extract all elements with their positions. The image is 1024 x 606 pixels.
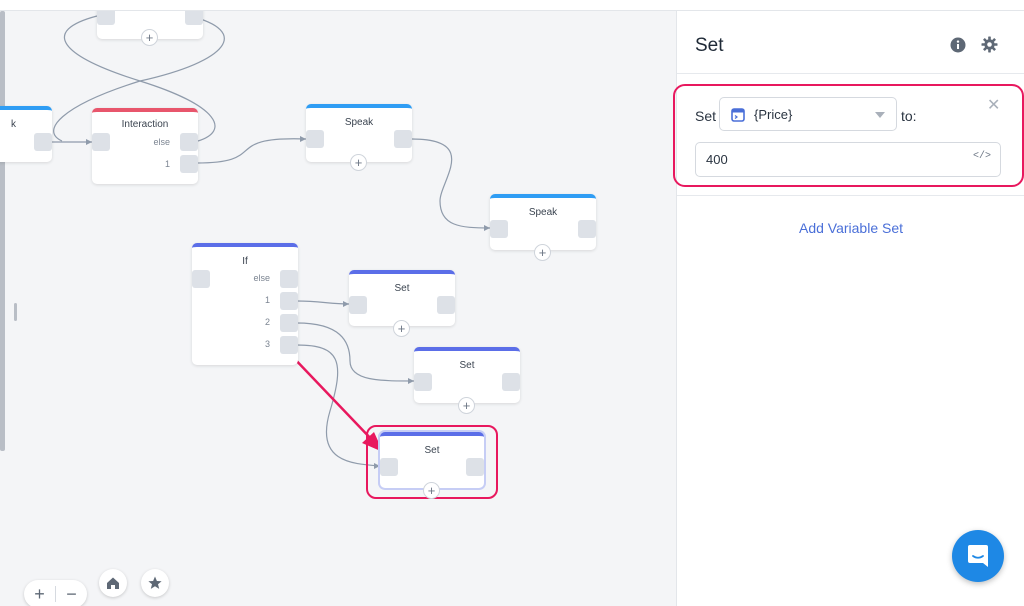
node-interaction[interactable]: Interaction else 1 xyxy=(92,108,198,184)
editor-panel: Set Set {Price} to: ✕ xyxy=(673,11,1024,606)
zoom-in-button[interactable]: + xyxy=(34,584,45,604)
selected-variable: {Price} xyxy=(754,107,793,122)
node-if[interactable]: If else 1 2 3 xyxy=(192,243,298,365)
wire-if-set1 xyxy=(296,300,350,305)
node-output-port[interactable] xyxy=(578,220,596,238)
value-input[interactable] xyxy=(695,142,1001,177)
node-input-port[interactable] xyxy=(490,220,508,238)
wire-cross-2 xyxy=(53,15,225,142)
flow-canvas[interactable]: + k Interaction else 1 Speak + Speak + I… xyxy=(0,11,676,606)
variable-select[interactable]: {Price} xyxy=(719,97,897,131)
node-set-3-selected[interactable]: Set + xyxy=(380,432,484,499)
node-input-port[interactable] xyxy=(380,458,398,476)
highlight-arrow xyxy=(289,353,383,452)
port-label-else: else xyxy=(253,273,270,283)
node-title: If xyxy=(242,256,248,267)
node-output-port[interactable] xyxy=(502,373,520,391)
add-step-button[interactable]: + xyxy=(393,320,410,337)
set-prefix-label: Set xyxy=(695,108,717,124)
variable-icon xyxy=(731,108,745,122)
close-icon[interactable]: ✕ xyxy=(987,97,1001,114)
add-step-button[interactable]: + xyxy=(534,244,551,261)
variable-set-highlight xyxy=(673,84,1024,187)
home-icon xyxy=(107,577,119,589)
node-title: Speak xyxy=(344,117,374,128)
wire-interaction-speak1 xyxy=(196,138,307,164)
node-output-port[interactable] xyxy=(34,133,52,151)
top-bar xyxy=(0,0,1024,11)
home-button[interactable] xyxy=(99,569,127,597)
add-step-button[interactable]: + xyxy=(458,397,475,414)
node-speak-1[interactable]: Speak + xyxy=(306,104,412,171)
node-speak-2[interactable]: Speak + xyxy=(490,194,596,261)
connection-wires xyxy=(52,15,491,469)
wire-if-set3 xyxy=(296,344,381,467)
node-output-port-1[interactable] xyxy=(180,155,198,173)
node-input-port[interactable] xyxy=(192,270,210,288)
node-output-port[interactable] xyxy=(437,296,455,314)
panel-divider xyxy=(677,73,1024,74)
wire-if-set2 xyxy=(296,322,415,382)
to-label: to: xyxy=(901,108,917,124)
node-input-port[interactable] xyxy=(414,373,432,391)
zoom-controls: + − xyxy=(24,580,87,606)
info-icon[interactable] xyxy=(950,37,966,53)
canvas-scrollbar[interactable] xyxy=(0,11,5,451)
add-variable-set-link[interactable]: Add Variable Set xyxy=(798,220,904,236)
node-title: Set xyxy=(394,283,410,294)
node-input-port[interactable] xyxy=(92,133,110,151)
node-output-port-else[interactable] xyxy=(280,270,298,288)
node-title: k xyxy=(11,119,16,130)
node-output-port-2[interactable] xyxy=(280,314,298,332)
panel-title: Set xyxy=(695,35,724,56)
add-step-button[interactable]: + xyxy=(350,154,367,171)
add-step-button[interactable]: + xyxy=(423,482,440,499)
favorite-button[interactable] xyxy=(141,569,169,597)
port-label-1: 1 xyxy=(164,159,170,169)
node-title: Set xyxy=(459,360,475,371)
code-toggle-icon[interactable]: </> xyxy=(973,151,992,162)
node-output-port-1[interactable] xyxy=(280,292,298,310)
add-step-button[interactable]: + xyxy=(141,29,158,46)
chat-icon xyxy=(968,545,988,567)
node-output-port-else[interactable] xyxy=(180,133,198,151)
node-set-2[interactable]: Set + xyxy=(414,347,520,414)
node-input-port[interactable] xyxy=(349,296,367,314)
panel-divider xyxy=(677,195,1024,196)
node-output-port[interactable] xyxy=(466,458,484,476)
star-icon xyxy=(148,576,162,589)
node-output-port-3[interactable] xyxy=(280,336,298,354)
zoom-out-button[interactable]: − xyxy=(66,584,77,604)
chevron-down-icon xyxy=(875,112,885,118)
port-label-3: 3 xyxy=(264,339,270,349)
wire-speak1-speak2 xyxy=(411,138,491,229)
node-speak-left[interactable]: k xyxy=(0,106,52,162)
node-set-1[interactable]: Set + xyxy=(349,270,455,337)
zoom-separator xyxy=(55,586,56,602)
port-label-else: else xyxy=(153,137,170,147)
chat-button[interactable] xyxy=(952,530,1004,582)
port-label-2: 2 xyxy=(264,317,270,327)
node-output-port[interactable] xyxy=(394,130,412,148)
node-input-port[interactable] xyxy=(306,130,324,148)
port-label-1: 1 xyxy=(264,295,270,305)
gear-icon[interactable] xyxy=(981,36,998,53)
canvas-resize-handle[interactable] xyxy=(14,303,17,321)
node-title: Set xyxy=(424,445,440,456)
node-output-port[interactable] xyxy=(185,11,203,25)
node-title: Interaction xyxy=(121,119,169,130)
node-top-partial[interactable]: + xyxy=(97,11,203,46)
node-title: Speak xyxy=(528,207,558,218)
node-input-port[interactable] xyxy=(97,11,115,25)
